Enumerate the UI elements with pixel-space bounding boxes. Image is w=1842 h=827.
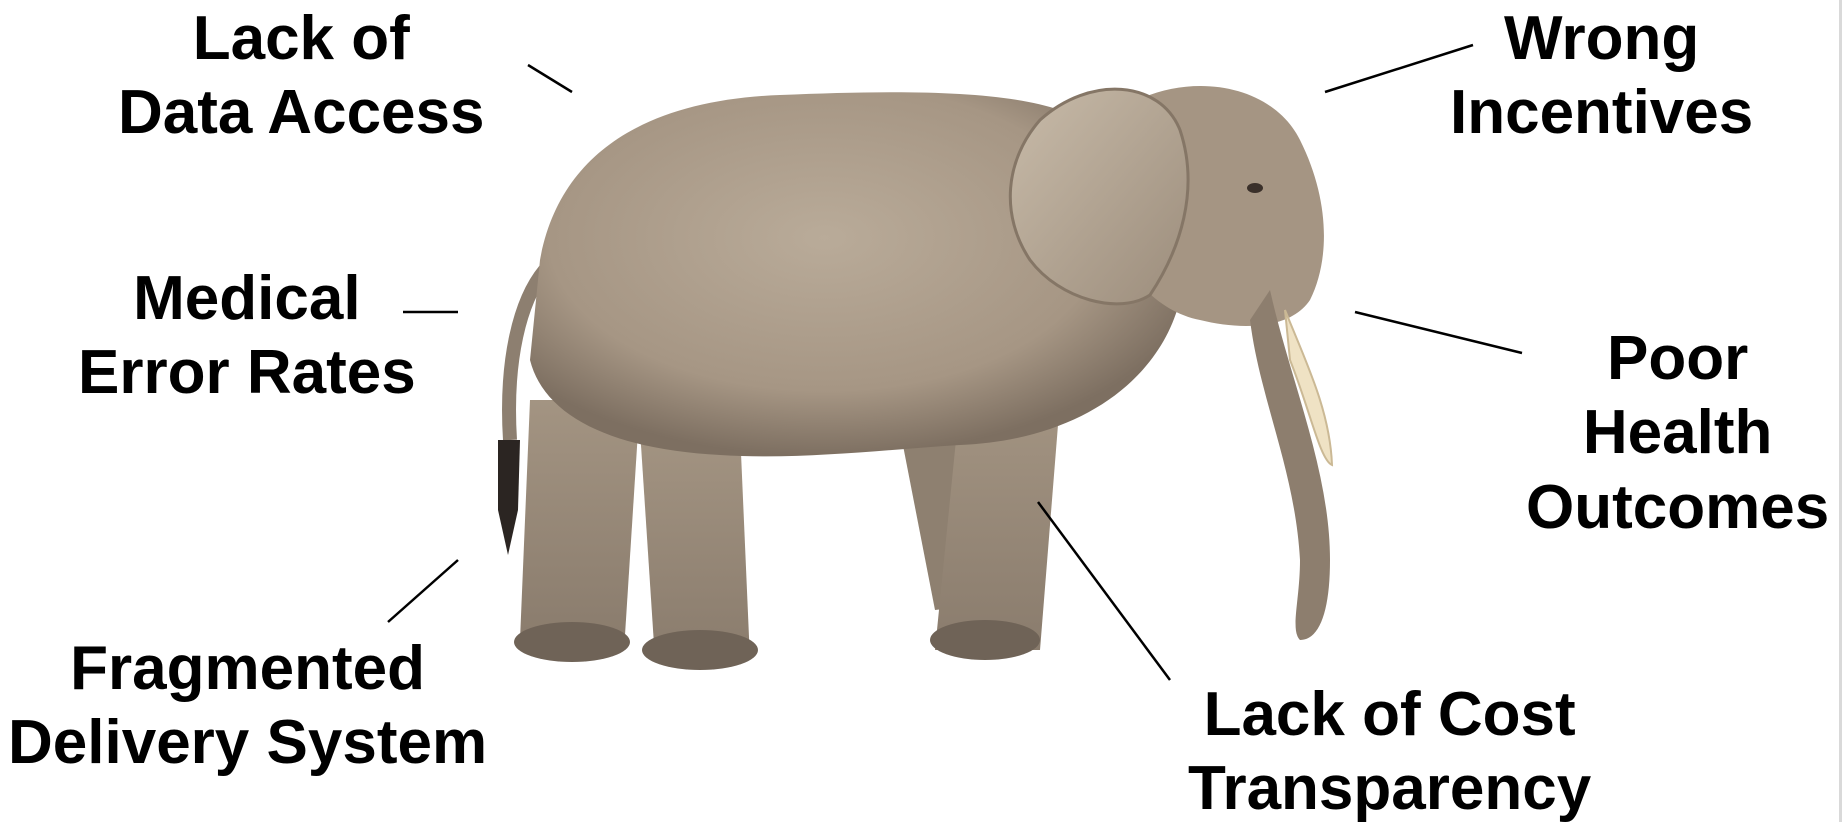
label-line: Incentives (1450, 76, 1753, 150)
label-line: Lack of (118, 2, 485, 76)
elephant-tail-tuft (498, 440, 520, 555)
label-line: Health (1526, 396, 1829, 470)
label-line: Lack of Cost (1188, 678, 1591, 752)
label-line: Poor (1526, 322, 1829, 396)
elephant-image (498, 86, 1332, 670)
label-line: Delivery System (8, 706, 487, 780)
elephant-eye (1247, 183, 1263, 193)
leader-line-fragmented (388, 560, 458, 622)
elephant-foot (514, 622, 630, 662)
label-fragmented-delivery-system: Fragmented Delivery System (8, 632, 487, 781)
elephant-rear-leg-right (640, 430, 750, 660)
elephant-foot (930, 620, 1040, 660)
leader-line-cost-transparency (1038, 502, 1170, 680)
label-wrong-incentives: Wrong Incentives (1450, 2, 1753, 151)
label-line: Medical (78, 262, 416, 336)
label-line: Outcomes (1526, 471, 1829, 545)
label-line: Fragmented (8, 632, 487, 706)
label-line: Data Access (118, 76, 485, 150)
label-poor-health-outcomes: Poor Health Outcomes (1526, 322, 1829, 545)
elephant-foot (642, 630, 758, 670)
label-line: Wrong (1450, 2, 1753, 76)
leader-line-data-access (528, 65, 572, 92)
label-lack-of-data-access: Lack of Data Access (118, 2, 485, 151)
label-line: Transparency (1188, 752, 1591, 826)
leader-line-health-outcomes (1355, 312, 1522, 353)
label-line: Error Rates (78, 336, 416, 410)
label-medical-error-rates: Medical Error Rates (78, 262, 416, 411)
label-lack-of-cost-transparency: Lack of Cost Transparency (1188, 678, 1591, 827)
